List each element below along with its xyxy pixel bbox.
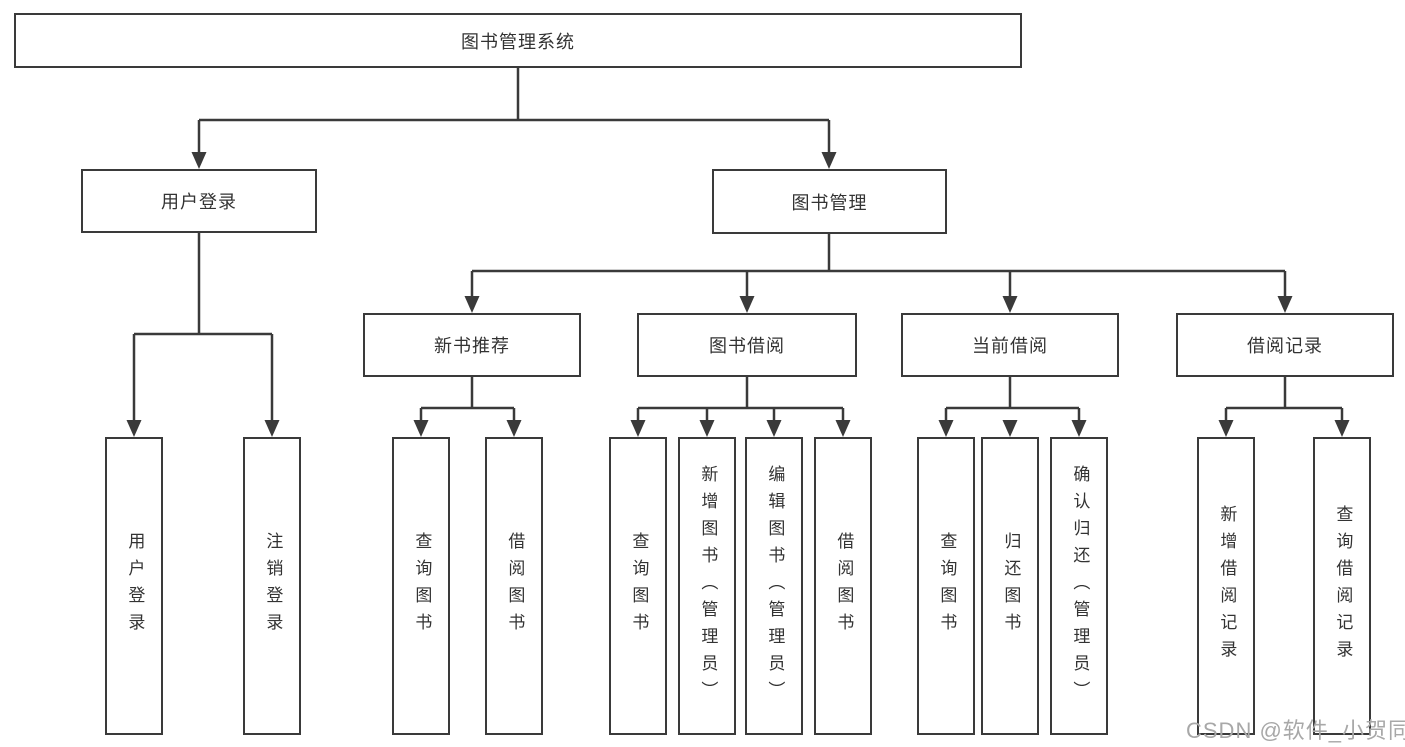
leaf-add-borrow-record: 新增借阅记录 [1197, 437, 1255, 735]
leaf-label: 查询图书 [937, 532, 957, 640]
leaf-borrow-book: 借阅图书 [814, 437, 872, 735]
node-label: 当前借阅 [972, 336, 1048, 356]
node-borrowing-records: 借阅记录 [1176, 313, 1394, 377]
leaf-label: 归还图书 [1001, 532, 1021, 640]
node-book-management: 图书管理 [712, 169, 947, 234]
leaf-label: 查询借阅记录 [1333, 505, 1353, 667]
node-new-book-recommendation: 新书推荐 [363, 313, 581, 377]
leaf-label: 确认归还（管理员） [1070, 464, 1090, 708]
leaf-label: 查询图书 [629, 532, 649, 640]
leaf-add-book-admin: 新增图书（管理员） [678, 437, 736, 735]
node-label: 借阅记录 [1247, 336, 1323, 356]
node-library-management-system: 图书管理系统 [14, 13, 1022, 68]
node-label: 图书借阅 [709, 336, 785, 356]
leaf-borrow-book-recommend: 借阅图书 [485, 437, 543, 735]
leaf-confirm-return-admin: 确认归还（管理员） [1050, 437, 1108, 735]
leaf-query-book-recommend: 查询图书 [392, 437, 450, 735]
leaf-label: 借阅图书 [505, 532, 525, 640]
leaf-user-login: 用户登录 [105, 437, 163, 735]
node-label: 图书管理系统 [461, 31, 575, 52]
node-label: 新书推荐 [434, 336, 510, 356]
node-label: 图书管理 [791, 192, 868, 213]
leaf-edit-book-admin: 编辑图书（管理员） [745, 437, 803, 735]
node-user-login: 用户登录 [81, 169, 317, 233]
leaf-label: 新增图书（管理员） [698, 464, 718, 708]
leaf-query-book-current: 查询图书 [917, 437, 975, 735]
node-current-borrowing: 当前借阅 [901, 313, 1119, 377]
leaf-return-book: 归还图书 [981, 437, 1039, 735]
leaf-logout: 注销登录 [243, 437, 301, 735]
leaf-query-book-borrow: 查询图书 [609, 437, 667, 735]
node-label: 用户登录 [161, 192, 237, 212]
node-book-borrowing: 图书借阅 [637, 313, 857, 377]
leaf-label: 用户登录 [125, 532, 145, 640]
leaf-label: 编辑图书（管理员） [765, 464, 785, 708]
leaf-label: 借阅图书 [834, 532, 854, 640]
leaf-label: 新增借阅记录 [1217, 505, 1237, 667]
watermark: CSDN @软件_小贺同学 [1186, 718, 1405, 743]
leaf-label: 注销登录 [263, 532, 283, 640]
leaf-label: 查询图书 [412, 532, 432, 640]
leaf-query-borrow-record: 查询借阅记录 [1313, 437, 1371, 735]
